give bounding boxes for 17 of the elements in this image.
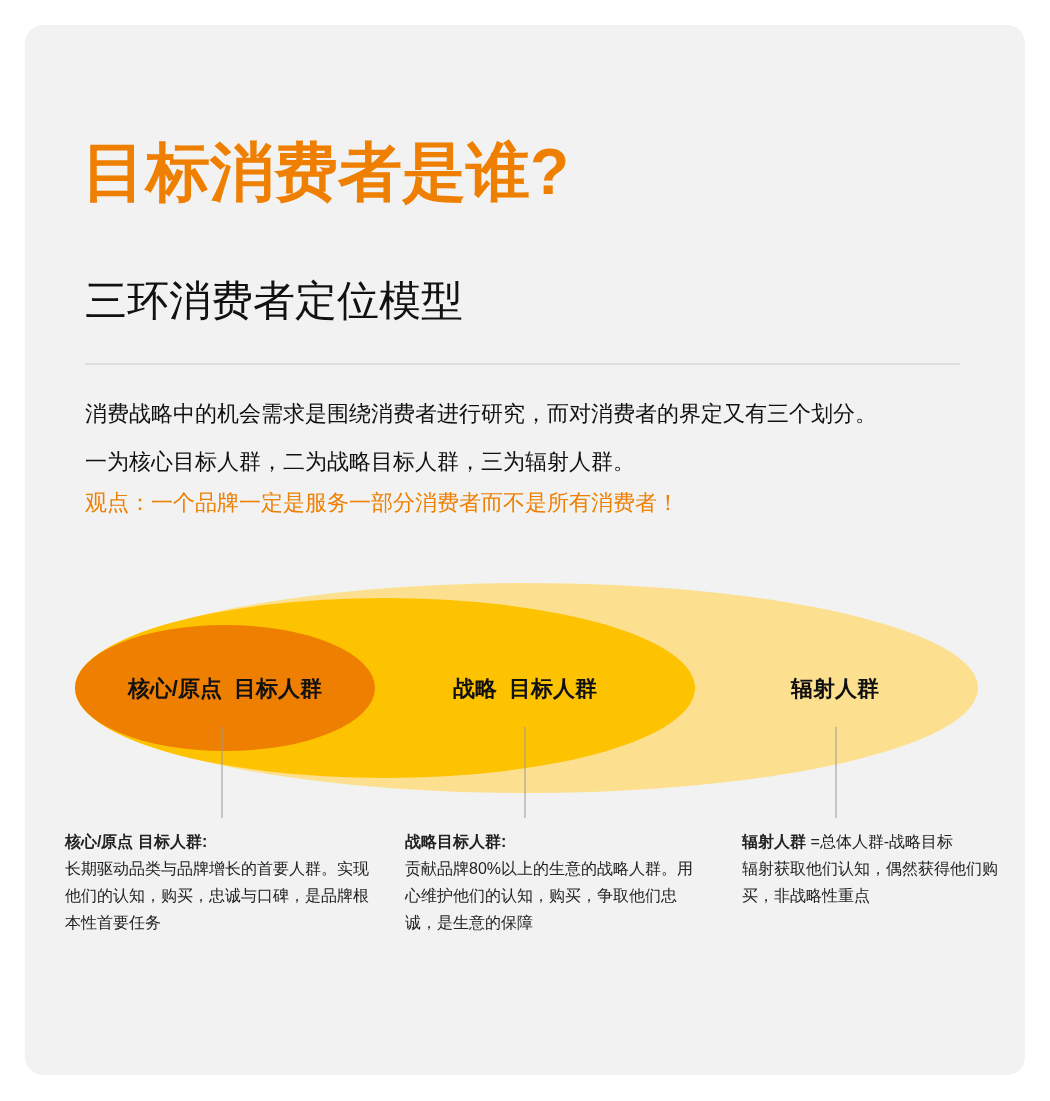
body-text: 一为核心目标人群，二为战略目标人群，三为辐射人群。 [85,448,635,476]
zone-label: 核心/原点 目标人群 [126,674,324,703]
subtitle: 三环消费者定位模型 [85,280,463,322]
description-text: 辐射获取他们认知，偶然获得他们购买，非战略性重点 [742,859,999,906]
title: 目标消费者是谁? [82,140,570,204]
description-heading: 战略目标人群: [405,832,508,852]
description-heading: 核心/原点 目标人群: [65,832,209,852]
zone-label: 辐射人群 [789,674,880,703]
viewpoint-text: 观点：一个品牌一定是服务一部分消费者而不是所有消费者！ [85,489,679,517]
leader-line [835,726,837,819]
body-text: 消费战略中的机会需求是围绕消费者进行研究，而对消费者的界定又有三个划分。 [85,400,877,428]
leader-line [524,726,526,819]
zone-label: 战略 目标人群 [451,674,599,703]
description-text: 长期驱动品类与品牌增长的首要人群。实现他们的认知，购买，忠诚与口碑，是品牌根本性首要任务 [65,859,370,933]
description-text: 贡献品牌80%以上的生意的战略人群。用心维护他们的认知，购买，争取他们忠诚，是生意的保障 [405,859,695,933]
leader-line [221,726,223,819]
description-heading: 辐射人群 =总体人群-战略目标 [742,832,955,852]
